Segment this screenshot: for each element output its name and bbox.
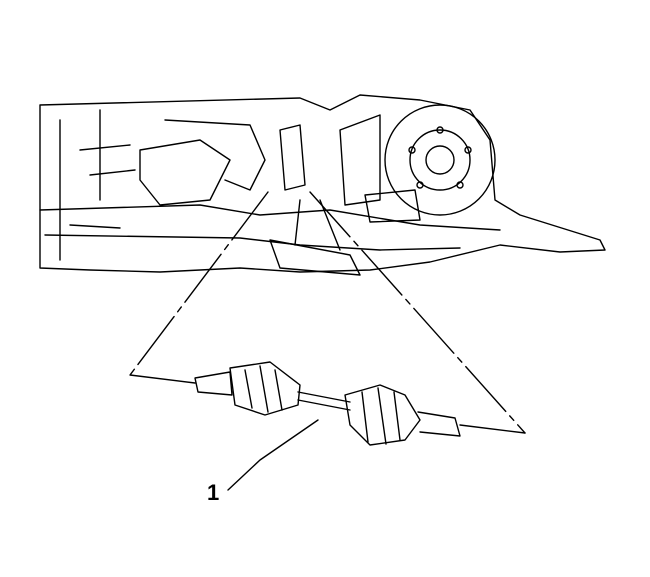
callout-label-1: 1 [207, 480, 220, 505]
projection-line-right [309, 191, 526, 434]
drive-axle-illustration [129, 361, 526, 446]
view-projection-lines [129, 191, 526, 434]
vehicle-underbody [39, 94, 606, 276]
projection-line-left [129, 191, 269, 376]
callout-leader-line [227, 419, 319, 491]
